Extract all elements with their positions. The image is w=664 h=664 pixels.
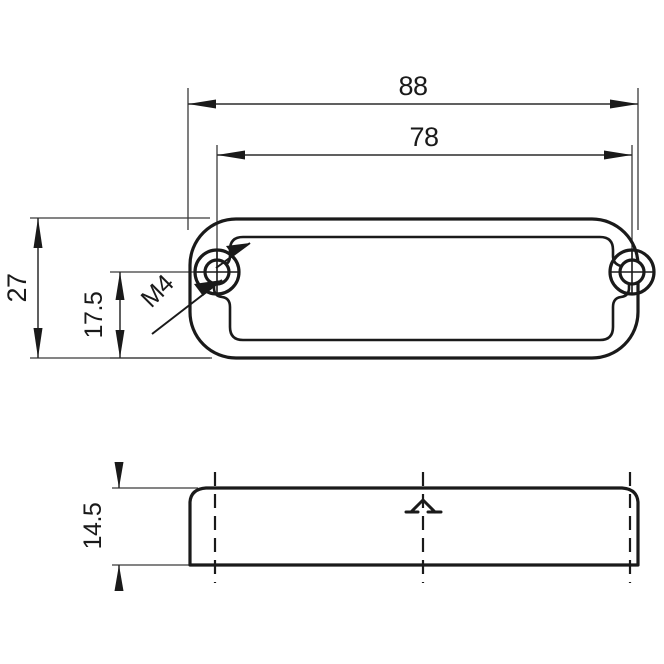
dimension-label-14-5: 14.5 — [79, 503, 107, 550]
side-view-body — [188, 472, 640, 583]
right-boss-ring — [608, 248, 656, 296]
dimension-label-78: 78 — [409, 122, 438, 152]
dimension-88: 88 — [187, 71, 639, 230]
dimension-78: 78 — [216, 122, 633, 262]
top-view-inner-recess — [212, 235, 631, 342]
dimension-17-5: 17.5 — [80, 271, 212, 359]
m4-label: M4 — [136, 269, 180, 313]
left-boss-ring — [193, 248, 241, 296]
top-view-outer-outline — [188, 217, 640, 360]
mounting-hole-right — [611, 251, 653, 293]
m4-arrow-lower — [194, 280, 222, 296]
m4-arrow-upper — [226, 243, 250, 256]
dimension-label-88: 88 — [398, 71, 427, 101]
dimension-label-17-5: 17.5 — [80, 292, 108, 339]
top-view-body — [188, 217, 656, 360]
side-view-outline — [188, 486, 640, 567]
dimension-14-5: 14.5 — [79, 462, 198, 591]
parting-line-symbol — [404, 498, 443, 514]
dimension-label-27: 27 — [2, 273, 32, 302]
